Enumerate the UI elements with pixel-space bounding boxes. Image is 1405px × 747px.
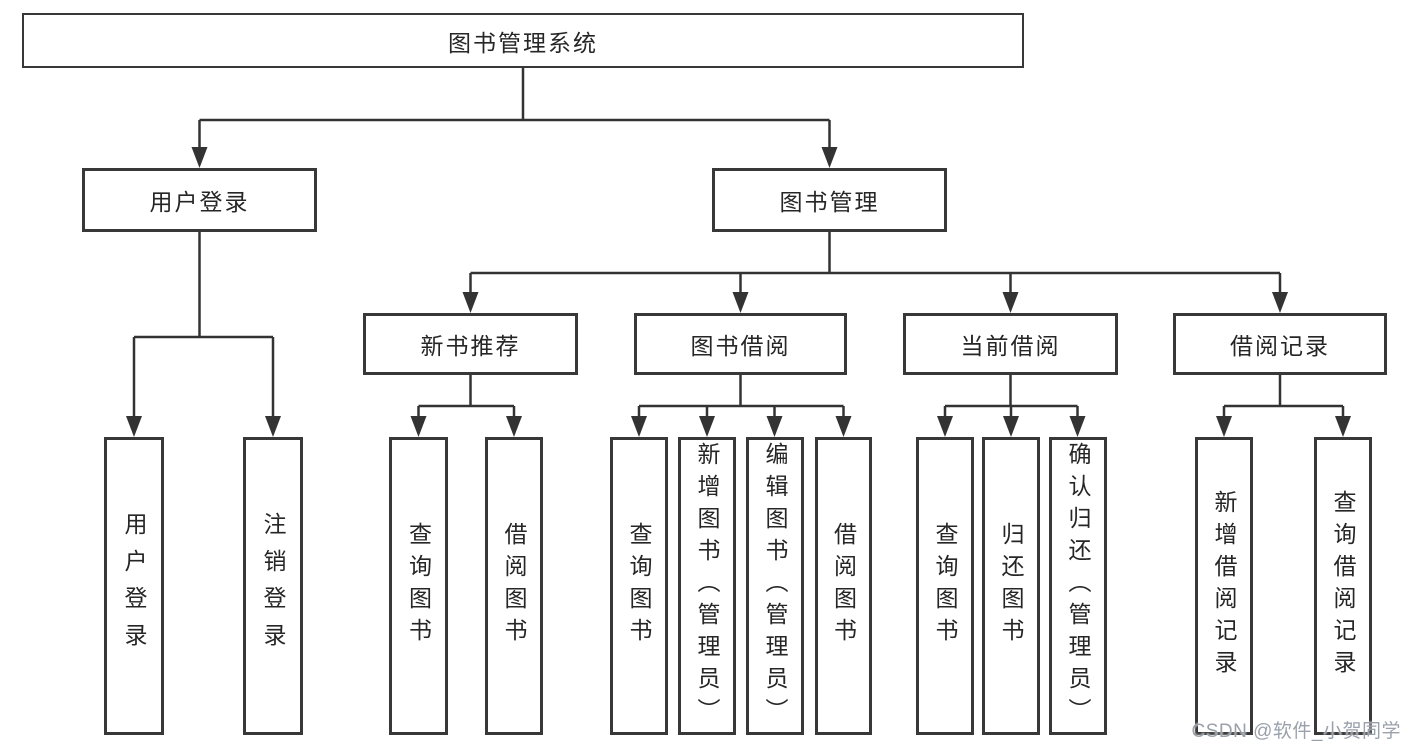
node-label: 借阅图书 [501,522,527,650]
leaf-borrow-books: 借阅图书 [815,437,872,735]
node-borrow-records: 借阅记录 [1173,313,1387,375]
edge-borrow-records-branch [1222,375,1345,423]
leaf-user-login: 用户登录 [104,437,164,735]
node-label: 新增借阅记录 [1211,490,1237,682]
node-label: 图书管理 [779,189,880,215]
arrowheads [126,147,1351,437]
node-label: 查询借阅记录 [1330,490,1356,682]
node-label: 归还图书 [998,522,1024,650]
edge-root-to-level1 [198,68,831,152]
node-book-management: 图书管理 [712,168,947,232]
node-label: 新书推荐 [420,333,521,359]
node-label: 借阅图书 [830,522,857,650]
leaf-add-books-admin: 新增图书（管理员） [678,437,736,735]
edge-book-management-branch [469,232,1282,297]
node-user-login-branch: 用户登录 [82,168,317,232]
node-book-borrow: 图书借阅 [634,313,847,375]
node-label: 用户登录 [121,512,147,660]
node-label: 注销登录 [260,512,286,660]
node-new-book-recommend: 新书推荐 [363,313,578,375]
node-label: 借阅记录 [1230,333,1330,359]
node-label: 图书借阅 [690,333,791,359]
node-label: 编辑图书（管理员） [762,442,788,730]
node-label: 查询图书 [626,522,652,650]
leaf-query-borrow-record: 查询借阅记录 [1314,437,1372,735]
leaf-add-borrow-record: 新增借阅记录 [1195,437,1253,735]
node-label: 新增图书（管理员） [694,442,720,730]
leaf-return-books: 归还图书 [982,437,1040,735]
node-label: 用户登录 [149,189,250,215]
node-current-borrow: 当前借阅 [903,313,1118,375]
leaf-confirm-return-admin: 确认归还（管理员） [1049,437,1107,735]
leaf-query-books-recommend: 查询图书 [389,437,448,735]
node-label: 当前借阅 [960,333,1061,359]
watermark: CSDN @软件_小贺同学 [1191,721,1401,742]
leaf-query-books-current: 查询图书 [916,437,974,735]
node-label: 查询图书 [405,522,432,650]
leaf-query-books-borrow: 查询图书 [610,437,668,735]
node-library-management-system: 图书管理系统 [22,13,1024,68]
edge-user-login-branch [132,232,275,423]
leaf-edit-books-admin: 编辑图书（管理员） [746,437,804,735]
node-label: 图书管理系统 [448,29,598,56]
edge-current-borrow-branch [943,375,1079,423]
edge-book-borrow-branch [637,375,845,423]
node-label: 查询图书 [932,522,958,650]
leaf-logout: 注销登录 [243,437,303,735]
node-label: 确认归还（管理员） [1065,442,1091,730]
leaf-borrow-books-recommend: 借阅图书 [485,437,543,735]
edge-new-book-recommend-branch [417,375,516,423]
